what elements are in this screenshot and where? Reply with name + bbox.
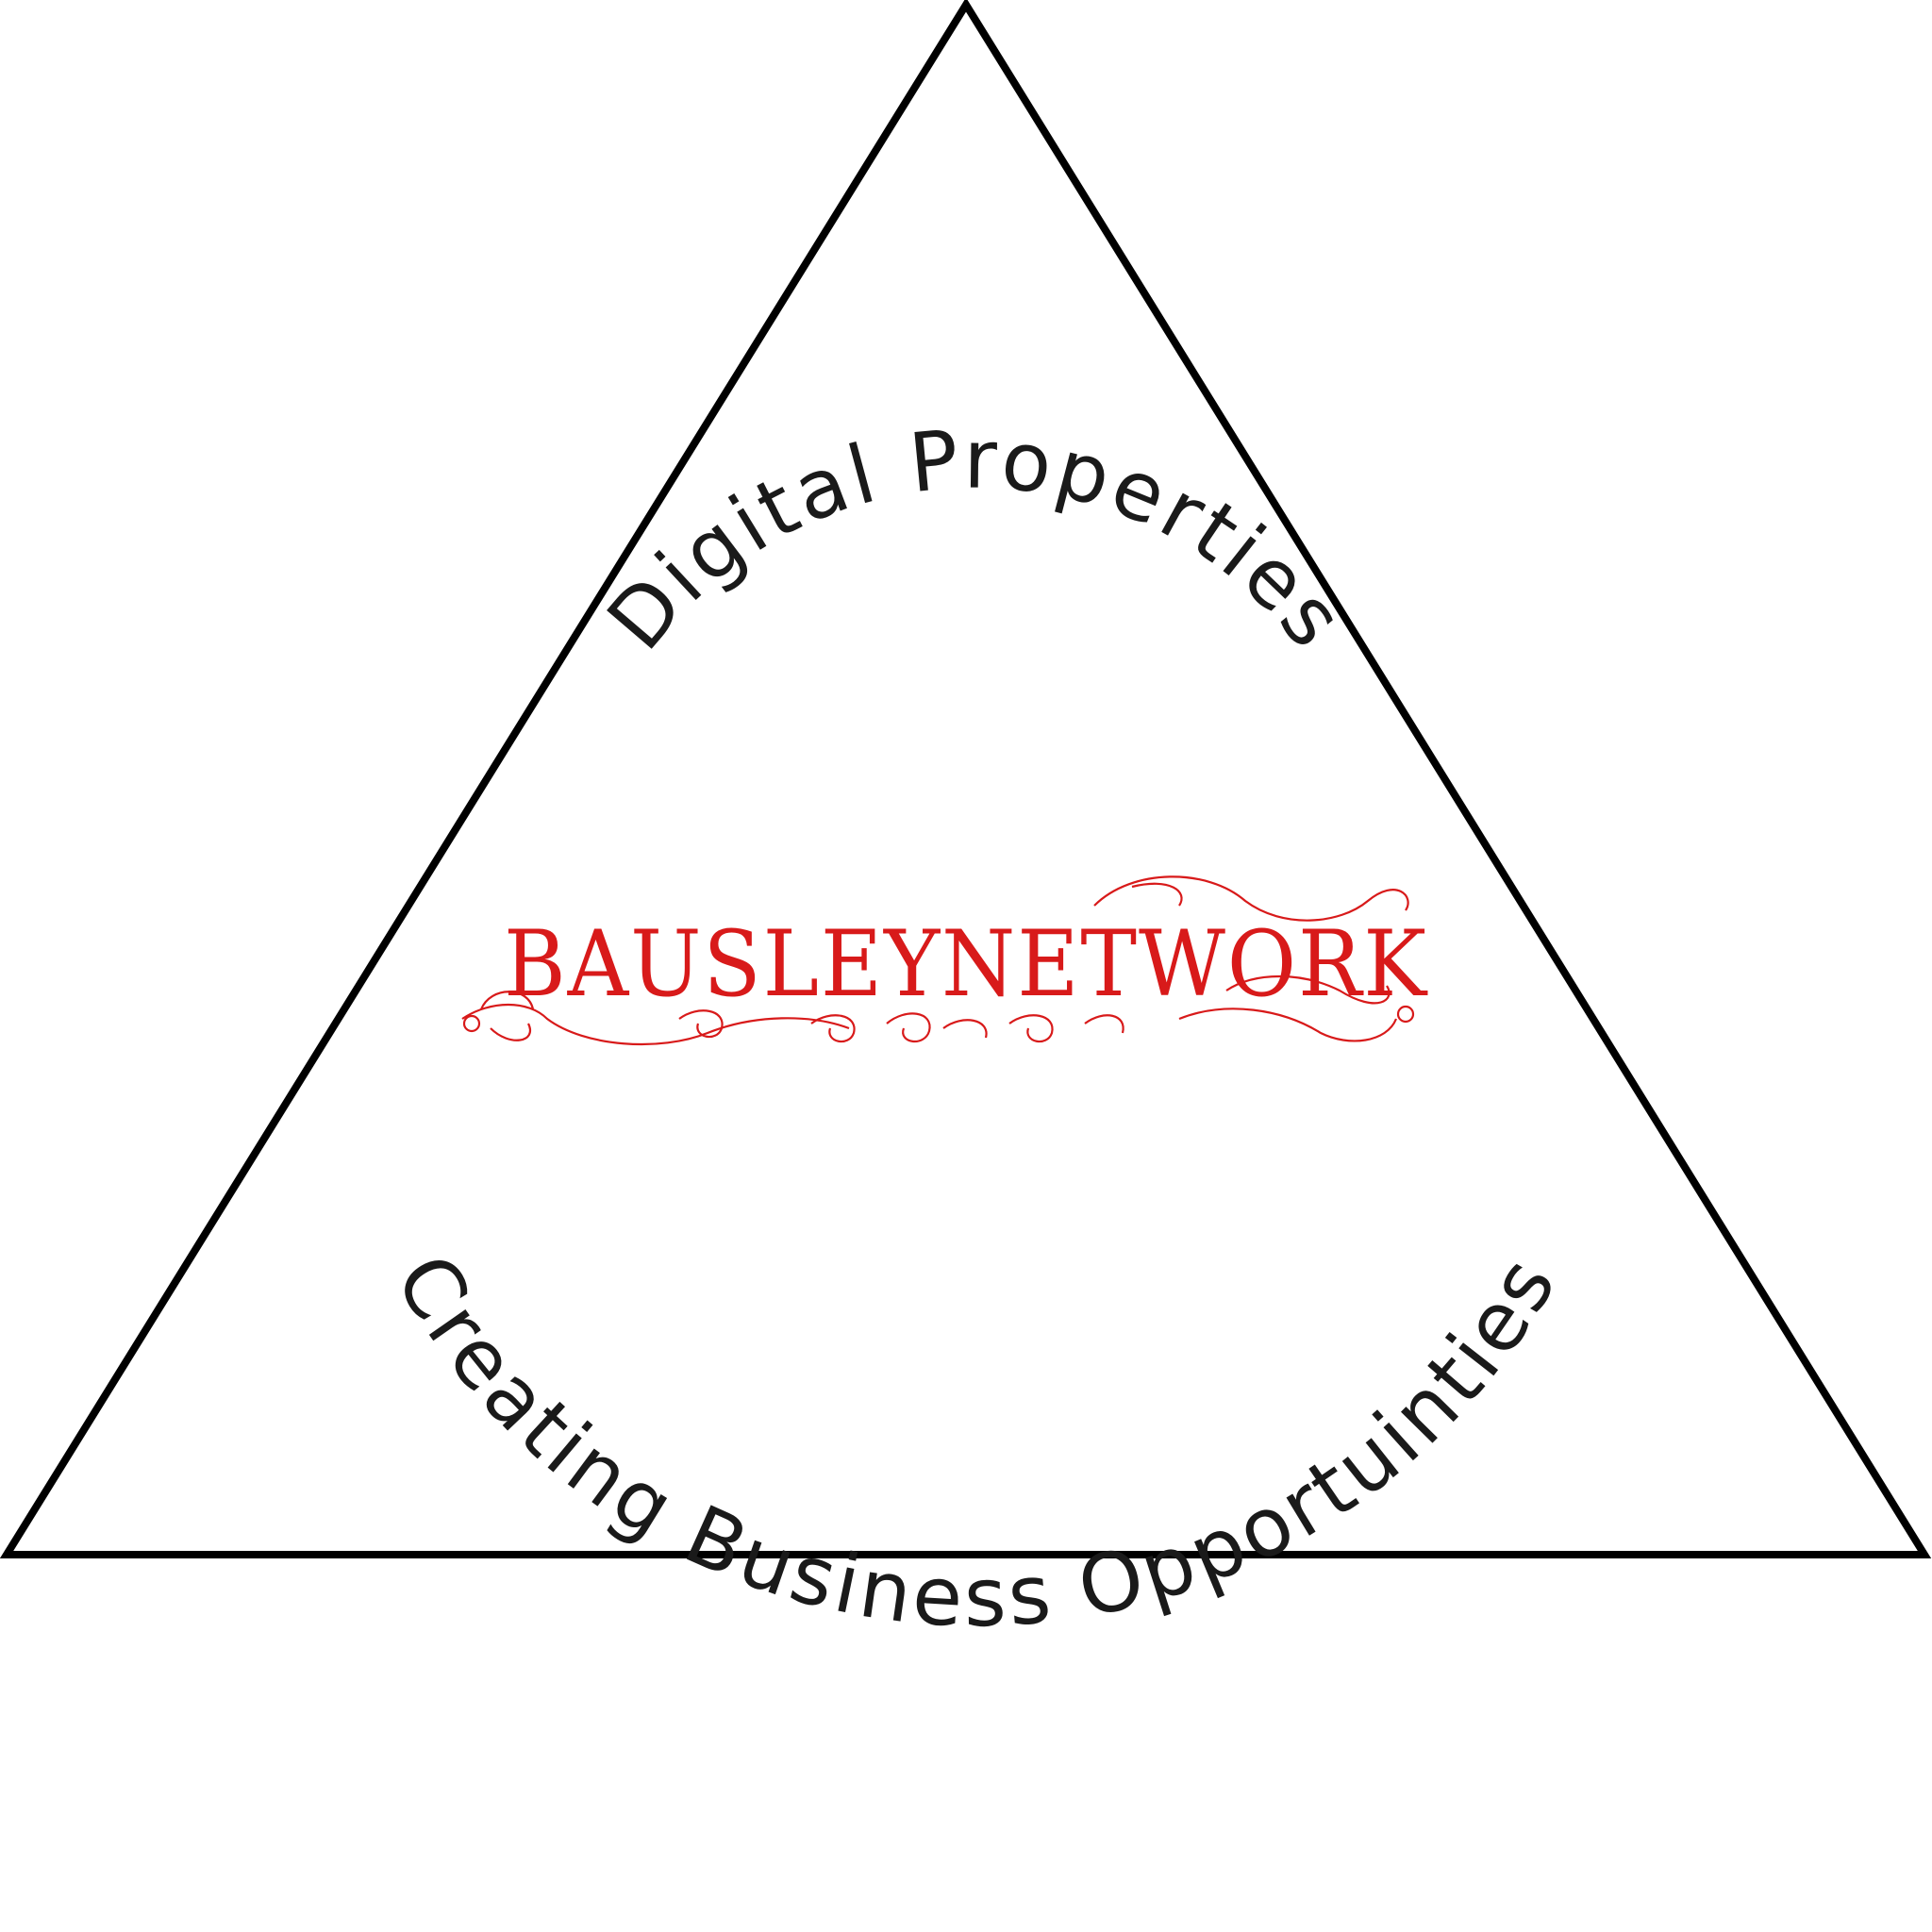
triangle-outline — [0, 0, 1932, 1558]
arc-text-bottom-label: Creating Business Opportuinties — [376, 1239, 1573, 1645]
arc-text-top: Digital Properties — [590, 412, 1363, 667]
logo-wordmark: BAUSLEYNETWORK — [504, 911, 1428, 1017]
logo-flourish-icon — [461, 875, 1415, 1046]
arc-text-top-label: Digital Properties — [590, 412, 1359, 667]
bausley-network-logo: BAUSLEYNETWORK — [461, 875, 1428, 1046]
arc-text-bottom: Creating Business Opportuinties — [376, 1239, 1576, 1645]
